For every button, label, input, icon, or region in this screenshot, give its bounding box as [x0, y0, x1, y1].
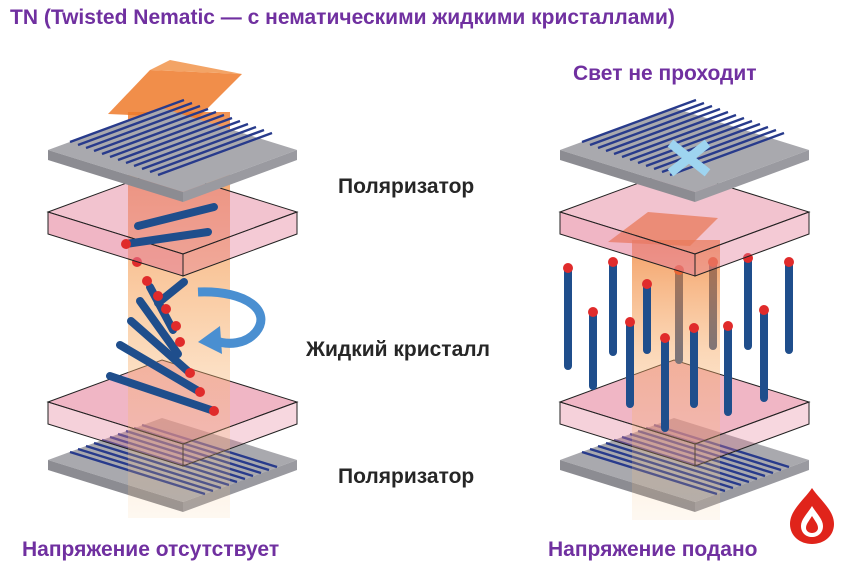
right-top-polarizer	[560, 98, 809, 202]
drop-logo-icon	[790, 488, 834, 544]
left-light-beam	[108, 60, 242, 518]
label-liquid-crystal: Жидкий кристалл	[306, 338, 490, 361]
label-polarizer-top: Поляризатор	[338, 175, 475, 198]
caption-no-voltage: Напряжение отсутствует	[22, 538, 280, 561]
left-top-glass	[46, 169, 299, 277]
caption-voltage-applied: Напряжение подано	[548, 538, 758, 561]
light-blocked-status: Свет не проходит	[573, 62, 757, 85]
right-vertical-crystals-front	[588, 279, 769, 432]
label-polarizer-bottom: Поляризатор	[338, 465, 475, 488]
page-title: TN (Twisted Nematic — с нематическими жи…	[10, 6, 675, 29]
left-twisted-crystals	[106, 257, 219, 416]
left-stack	[46, 60, 299, 518]
block-cross-icon	[667, 139, 711, 177]
rotation-arrow-icon	[197, 287, 266, 354]
left-top-polarizer	[48, 98, 297, 202]
right-stack	[558, 98, 811, 520]
right-top-glass	[558, 169, 811, 277]
